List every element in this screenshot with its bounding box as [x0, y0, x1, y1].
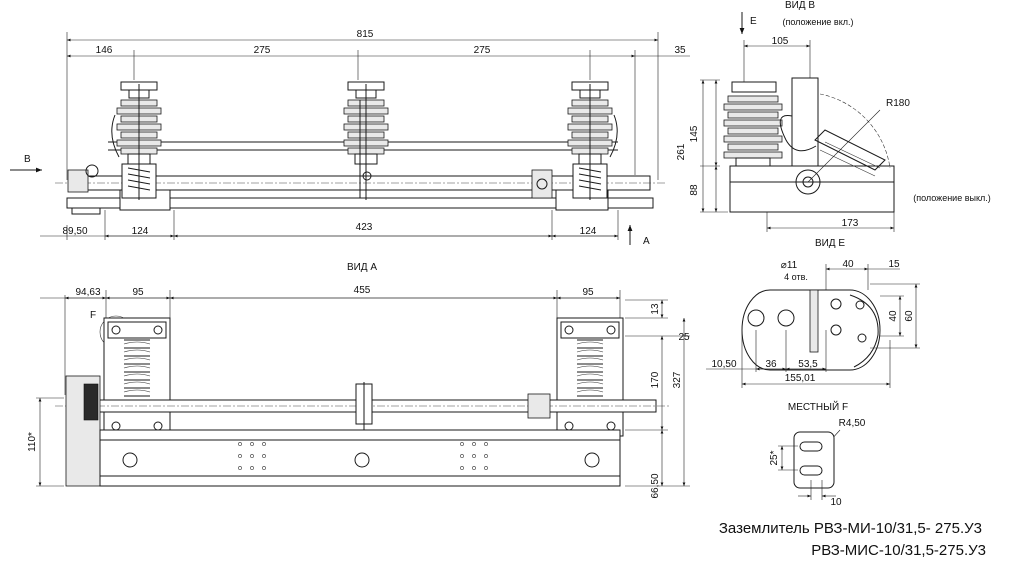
- hole-count: 4 отв.: [784, 272, 808, 282]
- title-line-2: РВЗ-МИС-10/31,5-275.У3: [811, 542, 986, 559]
- dim-span-1: 146: [96, 45, 113, 56]
- dim-e-bottom-1: 10,50: [711, 359, 736, 370]
- view-b-subtitle-off: (положение выкл.): [913, 193, 991, 203]
- hole-diameter: ⌀11: [781, 260, 798, 271]
- callout-f: F: [90, 310, 96, 321]
- title-block: Заземлитель РВЗ-МИ-10/31,5- 275.У3 РВЗ-М…: [719, 520, 986, 559]
- view-a: ВИД А 94,63 95 455 95 F: [27, 262, 690, 499]
- dim-a-right-170: 170: [650, 371, 661, 388]
- dim-e-top-15: 15: [888, 259, 900, 270]
- view-a-title: ВИД А: [347, 262, 377, 273]
- dim-e-bottom-4: 155,01: [785, 373, 816, 384]
- dim-lower-3: 423: [356, 222, 373, 233]
- dim-span-2: 275: [254, 45, 271, 56]
- dim-overall: 815: [357, 29, 374, 40]
- dim-a-top-2: 95: [132, 287, 144, 298]
- dim-a-top-1: 94,63: [75, 287, 100, 298]
- dim-lower-2: 124: [132, 226, 149, 237]
- dim-a-right-13: 13: [650, 303, 661, 315]
- main-front-view: 815 146 275 275 35: [10, 29, 690, 247]
- dim-a-right-66: 66,50: [650, 473, 661, 498]
- detail-f-title: МЕСТНЫЙ F: [788, 400, 848, 413]
- detail-f-radius: R4,50: [839, 418, 866, 429]
- detail-f-left-dim: 25*: [769, 450, 780, 465]
- arrow-e-label: Е: [750, 16, 757, 27]
- dim-b-145: 145: [689, 125, 700, 142]
- dim-b-88: 88: [689, 184, 700, 196]
- insulator-left: [111, 81, 162, 200]
- dim-b-top: 105: [772, 36, 789, 47]
- dim-e-bottom-2: 36: [765, 359, 777, 370]
- view-b: ВИД В (положение вкл.) Е 105 R180: [676, 0, 991, 232]
- arrow-b-label: В: [24, 154, 31, 165]
- view-b-subtitle-on: (положение вкл.): [782, 17, 853, 27]
- dim-a-top-3: 455: [354, 285, 371, 296]
- dim-b-261: 261: [676, 143, 687, 160]
- dim-e-right-40: 40: [888, 310, 899, 322]
- detail-f-bottom-dim: 10: [830, 497, 842, 508]
- view-e-title: ВИД Е: [815, 238, 845, 249]
- dim-lower-4: 124: [580, 226, 597, 237]
- detail-f: МЕСТНЫЙ F R4,50 25* 10: [769, 400, 866, 508]
- insulator-right: [567, 81, 618, 200]
- arrow-a-label: А: [643, 236, 650, 247]
- dim-a-right-327: 327: [672, 371, 683, 388]
- title-line-1: Заземлитель РВЗ-МИ-10/31,5- 275.У3: [719, 520, 982, 537]
- dim-e-right-60: 60: [904, 310, 915, 322]
- view-e: ВИД Е ⌀11 4 отв. 40 15 40 60: [706, 238, 920, 388]
- dim-b-radius: R180: [886, 98, 910, 109]
- dim-span-4: 35: [674, 45, 686, 56]
- dim-a-top-4: 95: [582, 287, 594, 298]
- dim-b-bottom: 173: [842, 218, 859, 229]
- dim-a-right-25: 25: [678, 332, 690, 343]
- dim-lower-1: 89,50: [62, 226, 87, 237]
- insulator-center: [343, 81, 389, 200]
- dim-a-left: 110*: [27, 432, 38, 452]
- dim-span-3: 275: [474, 45, 491, 56]
- view-b-title: ВИД В: [785, 0, 815, 11]
- dim-e-top-40: 40: [842, 259, 854, 270]
- dim-e-bottom-3: 53,5: [798, 359, 818, 370]
